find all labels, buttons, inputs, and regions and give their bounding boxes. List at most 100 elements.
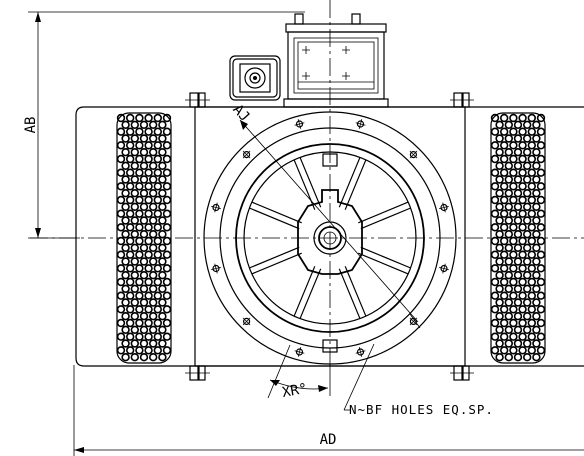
grille-hole <box>144 264 153 273</box>
grille-hole <box>490 236 500 246</box>
grille-hole <box>522 257 532 266</box>
grille-hole <box>522 134 532 143</box>
grille-hole <box>149 230 158 239</box>
grille-hole <box>532 284 541 293</box>
grille-hole <box>532 257 541 266</box>
grille-hole <box>121 353 130 362</box>
grille-hole <box>513 202 523 212</box>
ab-label: AB <box>23 117 39 134</box>
grille-hole <box>495 161 504 171</box>
grille-hole <box>121 216 130 225</box>
grille-hole <box>135 318 144 328</box>
grille-hole <box>139 230 149 239</box>
grille-hole <box>139 312 149 321</box>
grille-hole <box>500 195 509 205</box>
grille-hole <box>116 332 126 341</box>
grille-hole <box>513 353 523 362</box>
grille-hole <box>158 257 167 266</box>
grille-hole <box>536 141 546 150</box>
grille-hole <box>518 127 527 136</box>
grille-hole <box>509 209 518 218</box>
grille-hole <box>144 346 153 355</box>
grille-hole <box>149 161 158 171</box>
grille-hole <box>536 318 546 328</box>
grille-hole <box>504 175 513 184</box>
grille-hole <box>500 264 509 273</box>
grille-hole <box>116 127 126 136</box>
grille-hole <box>125 223 135 232</box>
grille-hole <box>149 243 158 253</box>
grille-hole <box>162 291 172 300</box>
grille-hole <box>135 332 144 341</box>
grille-hole <box>500 141 509 150</box>
grille-hole <box>490 154 500 164</box>
grille-hole <box>527 168 536 177</box>
grille-hole <box>536 236 546 246</box>
grille-hole <box>532 230 541 239</box>
grille-hole <box>495 216 504 225</box>
grille-hole <box>153 182 163 191</box>
grille-hole <box>518 223 527 232</box>
grille-hole <box>158 325 167 334</box>
grille-hole <box>509 113 518 123</box>
ad-label: AD <box>320 432 337 448</box>
grille-hole <box>153 291 163 300</box>
grille-hole <box>532 161 541 171</box>
grille-hole <box>116 250 126 259</box>
grille-hole <box>121 120 130 130</box>
grille-hole <box>116 264 126 273</box>
bolt-hole <box>242 317 251 326</box>
grille-hole <box>518 154 527 164</box>
grille-hole <box>121 161 130 171</box>
grille-hole <box>532 243 541 253</box>
grille-hole <box>527 141 536 150</box>
grille-hole <box>162 332 172 341</box>
grille-hole <box>116 182 126 191</box>
grille-hole <box>125 318 135 328</box>
grille-hole <box>125 291 135 300</box>
grille-hole <box>509 195 518 205</box>
grille-hole <box>125 346 135 355</box>
grille-hole <box>144 318 153 328</box>
grille-hole <box>536 154 546 164</box>
grille-hole <box>158 134 167 143</box>
grille-hole <box>153 154 163 164</box>
grille-hole <box>153 223 163 232</box>
grille-hole <box>162 182 172 191</box>
grille-hole <box>162 236 172 246</box>
grille-hole <box>527 318 536 328</box>
grille-hole <box>144 291 153 300</box>
grille-hole <box>139 148 149 157</box>
grille-hole <box>518 113 527 123</box>
grille-hole <box>139 243 149 253</box>
grille-hole <box>130 148 140 157</box>
grille-hole <box>532 148 541 157</box>
grille-hole <box>144 277 153 287</box>
grille-hole <box>527 195 536 205</box>
grille-hole <box>513 134 523 143</box>
grille-hole <box>509 127 518 136</box>
grille-hole <box>121 202 130 212</box>
grille-hole <box>135 305 144 314</box>
grille-hole <box>500 182 509 191</box>
grille-hole <box>504 230 513 239</box>
grille-hole <box>116 154 126 164</box>
grille-hole <box>504 148 513 157</box>
grille-hole <box>513 271 523 280</box>
grille-hole <box>500 236 509 246</box>
grille-hole <box>490 113 500 123</box>
grille-hole <box>153 236 163 246</box>
grille-hole <box>125 141 135 150</box>
grille-hole <box>509 250 518 259</box>
grille-hole <box>144 168 153 177</box>
grille-hole <box>135 291 144 300</box>
grille-hole <box>153 168 163 177</box>
grille-hole <box>149 202 158 212</box>
grille-hole <box>527 182 536 191</box>
grille-hole <box>135 264 144 273</box>
grille-hole <box>130 216 140 225</box>
grille-hole <box>135 209 144 218</box>
grille-hole <box>162 277 172 287</box>
grille-hole <box>490 346 500 355</box>
grille-hole <box>513 120 523 130</box>
